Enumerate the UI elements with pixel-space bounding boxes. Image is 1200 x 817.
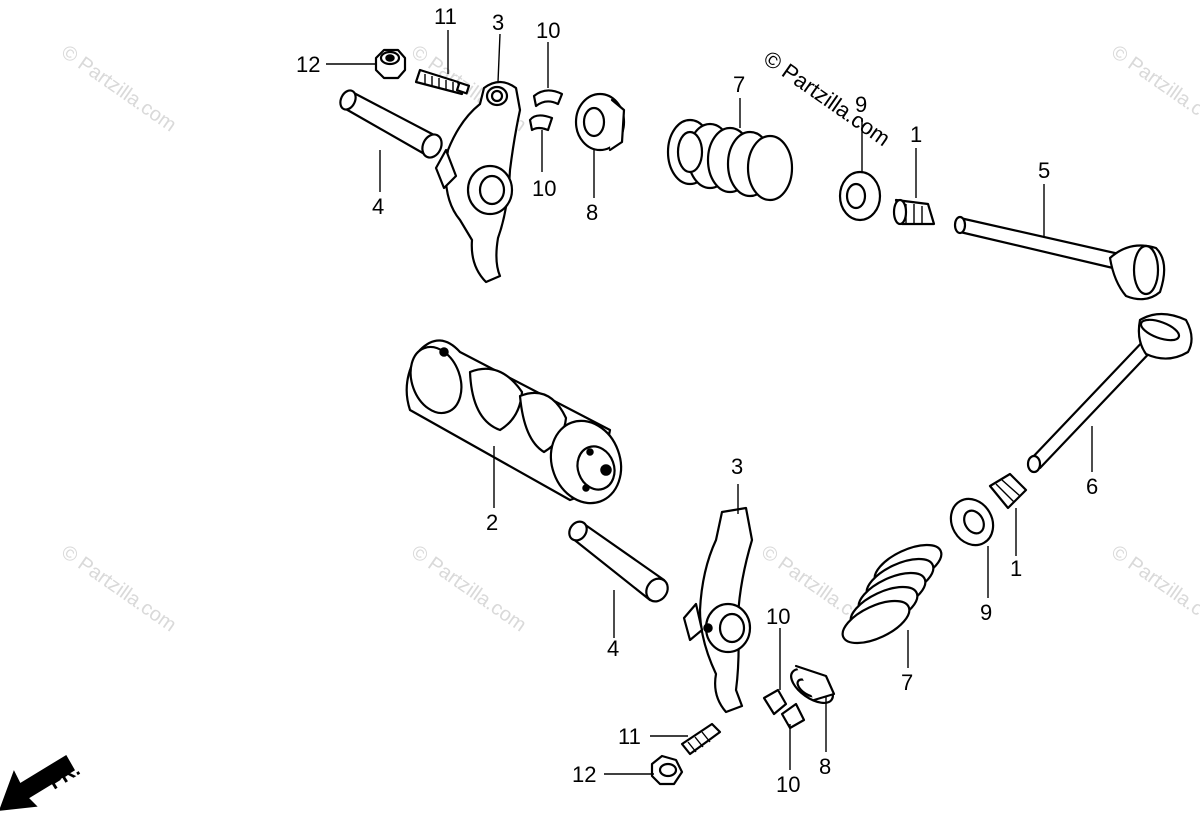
valve-cotters-top[interactable] <box>528 89 564 132</box>
front-direction-indicator: FR. <box>0 754 84 811</box>
callout-1: 1 <box>1010 556 1022 581</box>
adjusting-screw-top[interactable] <box>414 68 471 96</box>
valve-spring-retainer-lower[interactable] <box>785 662 838 709</box>
watermark: © Partzilla.com <box>1107 41 1200 136</box>
callout-2: 2 <box>486 510 498 535</box>
valve-spring-retainer-top[interactable] <box>574 92 626 152</box>
callout-10: 10 <box>536 18 560 43</box>
nut-lower[interactable] <box>650 754 684 786</box>
callout-9: 9 <box>980 600 992 625</box>
watermark: © Partzilla.com <box>57 41 180 136</box>
callout-7: 7 <box>733 72 745 97</box>
callout-6: 6 <box>1086 474 1098 499</box>
valve-spring-lower[interactable] <box>837 536 948 651</box>
nut-top[interactable] <box>374 48 407 80</box>
front-arrow-icon <box>0 754 76 811</box>
callout-1: 1 <box>910 122 922 147</box>
rocker-arm-shaft-lower[interactable] <box>566 518 672 605</box>
callout-10: 10 <box>532 176 556 201</box>
watermark: © Partzilla.com <box>57 541 180 636</box>
rocker-arm-top[interactable] <box>434 80 522 284</box>
valve-spring-seat-top[interactable] <box>838 170 882 222</box>
valve-spring-top[interactable] <box>666 118 794 202</box>
callout-9: 9 <box>855 92 867 117</box>
callout-3: 3 <box>492 10 504 35</box>
callout-8: 8 <box>819 754 831 779</box>
watermark: © Partzilla.com <box>407 541 530 636</box>
callout-11: 11 <box>618 724 641 749</box>
front-label: FR. <box>45 759 84 795</box>
callout-7: 7 <box>901 670 913 695</box>
intake-valve[interactable] <box>953 215 1166 301</box>
callout-10: 10 <box>766 604 790 629</box>
callout-8: 8 <box>586 200 598 225</box>
callout-4: 4 <box>372 194 384 219</box>
callout-4: 4 <box>607 636 619 661</box>
callout-11: 11 <box>434 4 457 29</box>
valve-cotters-lower[interactable] <box>762 688 806 730</box>
callout-5: 5 <box>1038 158 1050 183</box>
exhaust-valve[interactable] <box>1026 312 1193 474</box>
copyright-notice: © Partzilla.com <box>759 46 895 152</box>
camshaft[interactable] <box>402 339 632 513</box>
adjusting-screw-lower[interactable] <box>680 722 722 756</box>
rocker-arm-lower[interactable] <box>682 506 754 714</box>
callout-12: 12 <box>296 52 320 77</box>
callout-12: 12 <box>572 762 596 787</box>
leader-lines <box>326 30 1093 775</box>
callout-10: 10 <box>776 772 800 797</box>
valve-stem-seal-lower[interactable] <box>988 472 1028 510</box>
callout-labels: 12 11 3 10 10 8 4 7 9 1 5 6 2 3 1 9 4 7 … <box>296 4 1098 797</box>
rocker-arm-shaft-top[interactable] <box>337 88 445 161</box>
watermark: © Partzilla.com <box>1107 541 1200 636</box>
watermarks: © Partzilla.com © Partzilla.com © Partzi… <box>57 41 1200 636</box>
valve-stem-seal-top[interactable] <box>892 198 936 226</box>
callout-3: 3 <box>731 454 743 479</box>
valve-spring-seat-lower[interactable] <box>943 491 1002 553</box>
